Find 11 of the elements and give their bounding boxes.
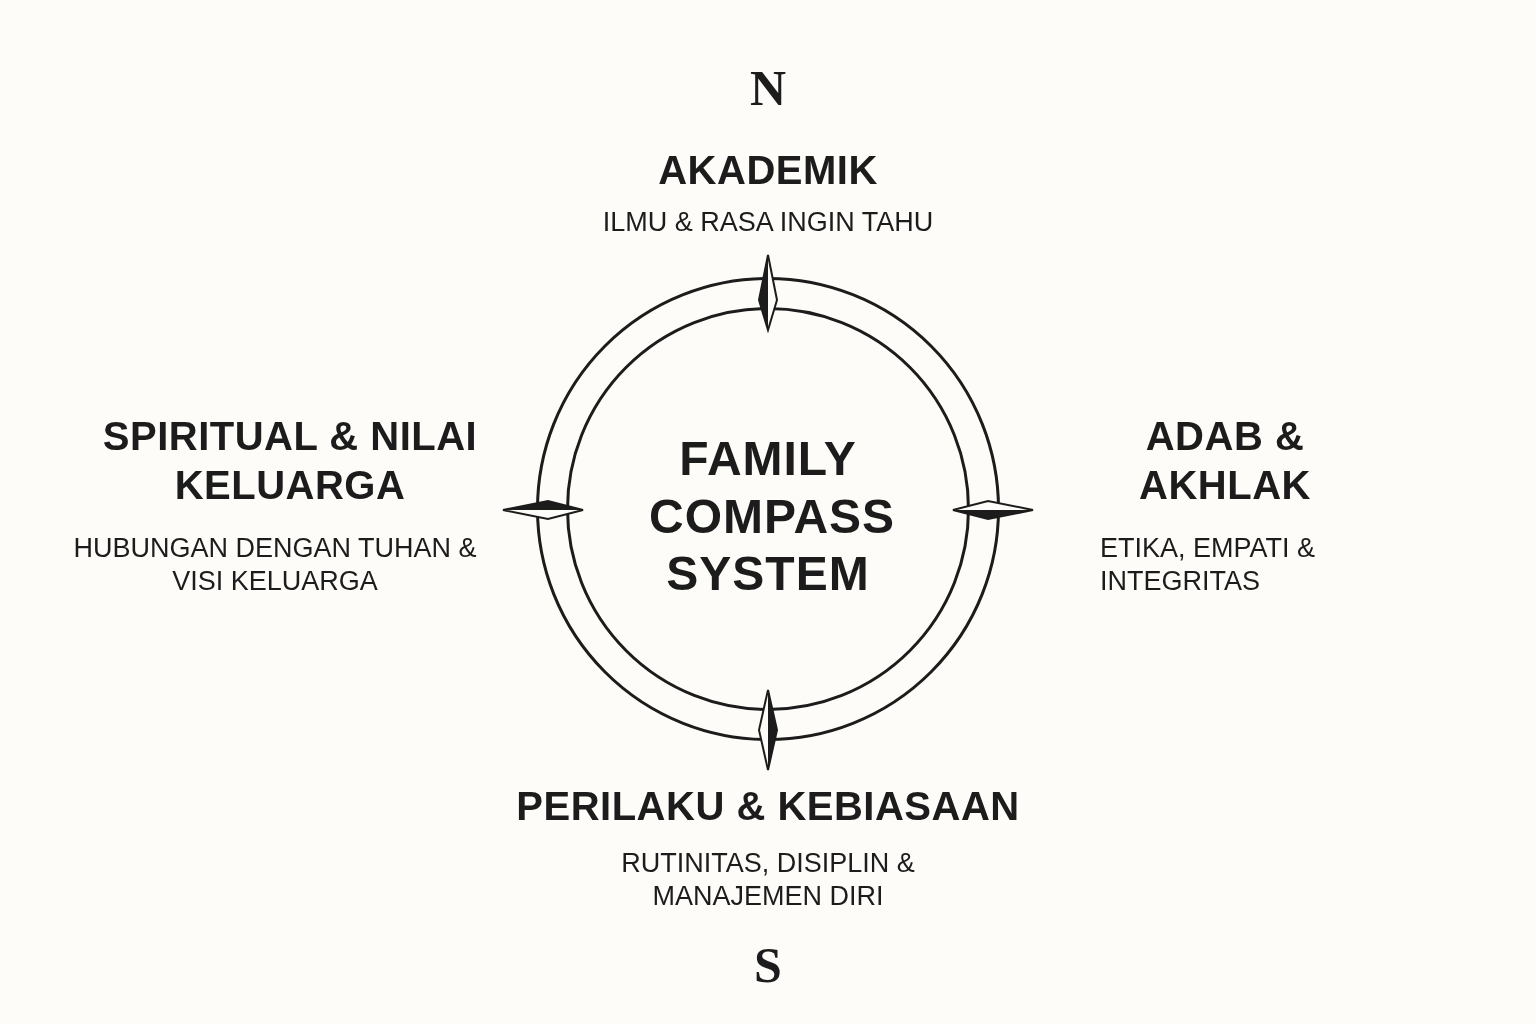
category-heading: SPIRITUAL & NILAI KELUARGA [101,413,479,509]
category-description: ETIKA, EMPATI & INTEGRITAS [1100,532,1317,598]
category-description: HUBUNGAN DENGAN TUHAN & VISI KELUARGA [72,532,478,598]
category-description: ILMU & RASA INGIN TAHU [601,206,935,239]
category-description: RUTINITAS, DISIPLIN & MANAJEMEN DIRI [620,847,916,913]
category-heading: ADAB & AKHLAK [1138,413,1312,509]
category-heading: PERILAKU & KEBIASAAN [515,783,1021,830]
compass-letter: N [748,59,788,118]
center-title: FAMILY COMPASS SYSTEM [648,431,897,603]
compass-letter: S [753,936,783,995]
category-heading: AKADEMIK [657,147,879,194]
